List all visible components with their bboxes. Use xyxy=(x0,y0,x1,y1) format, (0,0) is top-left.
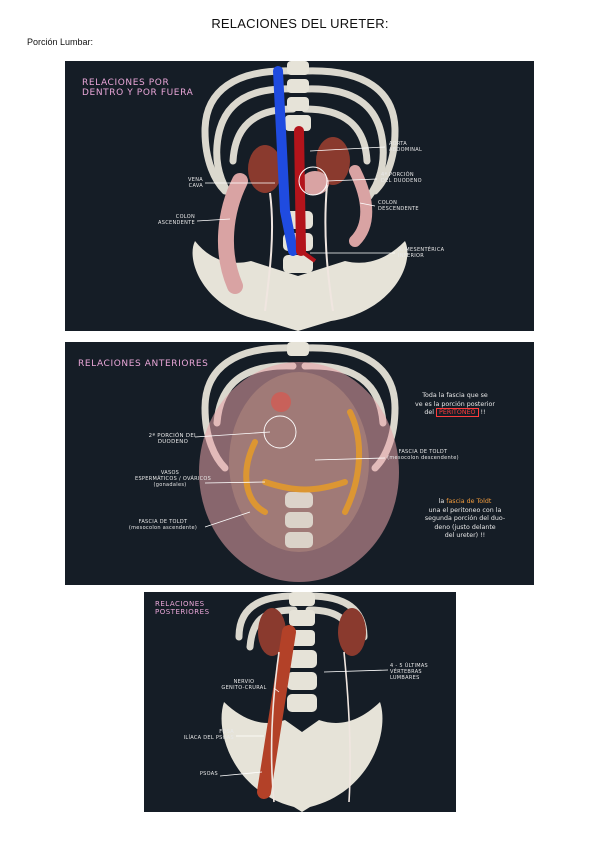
note-text: Toda la fascia que se xyxy=(422,392,488,399)
label-text: 4 - 5 ÚLTIMAS xyxy=(390,663,429,669)
panel1-heading-line1: RELACIONES POR xyxy=(82,78,170,88)
note-text: del xyxy=(424,409,435,416)
panel3-heading: RELACIONES POSTERIORES xyxy=(155,600,210,616)
label-fascia-toldt-izq: FASCIA DE TOLDT (mesocolon ascendente) xyxy=(123,519,203,532)
label-text: INFERIOR xyxy=(398,252,425,259)
label-text: FASCIA DE TOLDT xyxy=(138,519,188,525)
label-fascia-toldt-der: FASCIA DE TOLDT (mesocolon descendente) xyxy=(383,449,463,462)
anatomy-illustration-1 xyxy=(192,61,408,331)
note-text: del PERITONEO !! xyxy=(403,408,507,418)
label-text: 2ª PORCIÓN DEL xyxy=(148,433,198,439)
label-text: ILÍACA DEL PSOAS xyxy=(183,734,234,741)
label-text: DUODENO xyxy=(157,439,189,446)
section-title: Porción Lumbar: xyxy=(27,37,94,47)
note-peritoneo: Toda la fascia que se ve es la porción p… xyxy=(403,392,507,418)
note-text: !! xyxy=(480,409,486,416)
panel-internal-external-relations: RELACIONES POR DENTRO Y POR FUERA AORTA … xyxy=(65,61,534,331)
label-text: (mesocolon ascendente) xyxy=(128,524,198,531)
panel2-heading: RELACIONES ANTERIORES xyxy=(78,359,209,369)
label-text: FOSA xyxy=(219,729,234,735)
label-text: GENITO-CRURAL xyxy=(221,684,267,691)
label-vasos-gonadales: VASOS ESPERMÁTICOS / OVÁRICOS (gonadales… xyxy=(135,470,212,488)
label-aorta-abdominal: AORTA ABDOMINAL xyxy=(389,141,423,154)
label-text: (gonadales) xyxy=(153,481,187,488)
label-text: COLON xyxy=(175,214,195,220)
label-fosa-iliaca: FOSA ILÍACA DEL PSOAS xyxy=(154,729,234,742)
label-text: LUMBARES xyxy=(390,674,420,681)
label-text: VENA xyxy=(188,177,203,183)
label-text: VÉRTEBRAS xyxy=(390,668,422,675)
label-text: 4ª PORCIÓN xyxy=(381,172,414,178)
label-text: CAVA xyxy=(188,182,203,189)
label-text: DEL DUODENO xyxy=(381,177,422,184)
label-text: AORTA xyxy=(389,141,407,147)
label-text: COLON xyxy=(378,200,398,206)
label-text: VASOS xyxy=(160,470,180,476)
label-text: (mesocolon descendente) xyxy=(387,454,459,461)
anatomy-illustration-2 xyxy=(194,342,399,582)
label-colon-descendente: COLON DESCENDENTE xyxy=(378,200,419,213)
note-text: del ureter) !! xyxy=(444,532,486,539)
panel-posterior-relations: RELACIONES POSTERIORES 4 - 5 ÚLTIMAS VÉR… xyxy=(144,592,456,812)
label-vertebras-lumbares: 4 - 5 ÚLTIMAS VÉRTEBRAS LUMBARES xyxy=(390,663,429,681)
label-text: ASCENDENTE xyxy=(158,219,195,226)
label-psoas: PSOAS xyxy=(199,771,218,777)
note-text: la xyxy=(438,498,445,505)
label-duodeno-4: 4ª PORCIÓN DEL DUODENO xyxy=(381,172,422,185)
label-text: NERVIO xyxy=(233,679,255,685)
panel1-heading-line2: DENTRO Y POR FUERA xyxy=(82,88,194,99)
label-duodeno-2: 2ª PORCIÓN DEL DUODENO xyxy=(145,433,201,445)
fascia-toldt-highlight: fascia de Toldt xyxy=(446,498,492,505)
anatomy-illustration-3 xyxy=(219,592,389,812)
note-text: la fascia de Toldt xyxy=(415,498,515,507)
label-mesenterica-inferior: A. MESENTÉRICA INFERIOR xyxy=(398,247,445,260)
label-text: DESCENDENTE xyxy=(378,205,419,212)
panel3-heading-line1: RELACIONES xyxy=(155,600,205,608)
peritoneo-highlight: PERITONEO xyxy=(436,408,479,417)
label-text: ABDOMINAL xyxy=(389,146,423,153)
label-nervio-genitocrural: NERVIO GENITO-CRURAL xyxy=(214,679,274,692)
document-title: RELACIONES DEL URETER: xyxy=(211,16,389,31)
note-text: segunda porción del duo- xyxy=(424,515,506,522)
panel-anterior-relations: RELACIONES ANTERIORES 2ª PORCIÓN DEL DUO… xyxy=(65,342,534,585)
label-text: A. MESENTÉRICA xyxy=(398,247,445,253)
note-text: una el peritoneo con la xyxy=(428,506,502,514)
note-text: ve es la porción posterior xyxy=(415,400,495,408)
label-colon-ascendente: COLON ASCENDENTE xyxy=(145,214,195,227)
note-fascia-toldt: la fascia de Toldt una el peritoneo con … xyxy=(415,498,515,541)
label-vena-cava: VENA CAVA xyxy=(165,177,203,190)
panel3-heading-line2: POSTERIORES xyxy=(155,608,210,617)
panel1-heading: RELACIONES POR DENTRO Y POR FUERA xyxy=(82,78,193,99)
label-text: ESPERMÁTICOS / OVÁRICOS xyxy=(135,475,212,482)
note-text: deno (justo delante xyxy=(434,523,496,531)
label-text: FASCIA DE TOLDT xyxy=(398,449,448,455)
